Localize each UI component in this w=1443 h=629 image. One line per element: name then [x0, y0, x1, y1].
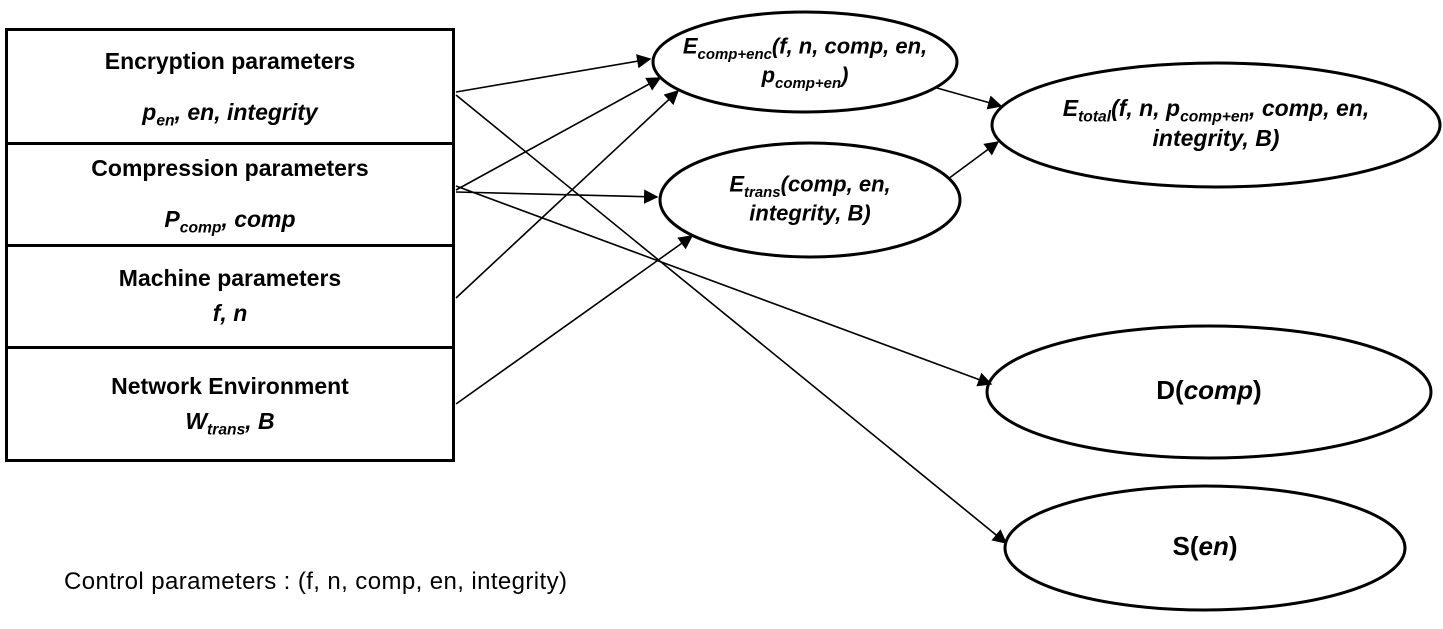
- arrow-compression-to-e-trans: [455, 189, 659, 204]
- node-label-e-trans: Etrans(comp, en, integrity, B): [729, 171, 891, 225]
- control-parameters-caption: Control parameters : (f, n, comp, en, in…: [64, 568, 568, 595]
- node-ellipse-e-total: [990, 61, 1442, 189]
- section-params: Wtrans, B: [185, 407, 275, 439]
- node-label-e-total: Etotal(f, n, pcomp+en, comp, en, integri…: [1062, 95, 1370, 151]
- section-params: Pcomp, comp: [164, 206, 296, 237]
- section-title: Encryption parameters: [104, 47, 356, 74]
- node-ellipse-s-en: [1003, 484, 1407, 612]
- arrow-encryption-to-e-comp-enc: [455, 54, 652, 93]
- section-machine-parameters: Machine parameters f, n: [8, 247, 452, 349]
- parameter-box: Encryption parameters pen, en, integrity…: [5, 28, 455, 462]
- arrow-encryption-to-s-en: [455, 94, 1008, 544]
- section-network-environment: Network Environment Wtrans, B: [8, 349, 452, 459]
- arrow-e-trans-to-e-total: [947, 141, 1000, 180]
- arrow-network-to-e-trans: [455, 235, 694, 405]
- section-encryption-parameters: Encryption parameters pen, en, integrity: [8, 31, 452, 146]
- section-title: Network Environment: [111, 372, 349, 399]
- section-params: pen, en, integrity: [142, 98, 318, 130]
- arrow-e-comp-enc-to-e-total: [936, 87, 1003, 110]
- node-ellipse-e-comp-enc: [651, 10, 959, 114]
- arrow-compression-to-d-comp: [455, 185, 993, 387]
- section-title: Compression parameters: [91, 155, 369, 182]
- arrow-compression-to-e-comp-enc: [455, 77, 662, 191]
- section-compression-parameters: Compression parameters Pcomp, comp: [8, 145, 452, 247]
- section-params: f, n: [212, 300, 248, 327]
- section-title: Machine parameters: [118, 265, 342, 292]
- node-ellipse-e-trans: [658, 141, 962, 259]
- node-ellipse-d-comp: [985, 324, 1433, 460]
- node-label-s-en: S(en): [1172, 531, 1238, 562]
- node-label-e-comp-enc: Ecomp+enc(f, n, comp, en, pcomp+en): [682, 33, 928, 92]
- node-label-d-comp: D(comp): [1156, 375, 1262, 406]
